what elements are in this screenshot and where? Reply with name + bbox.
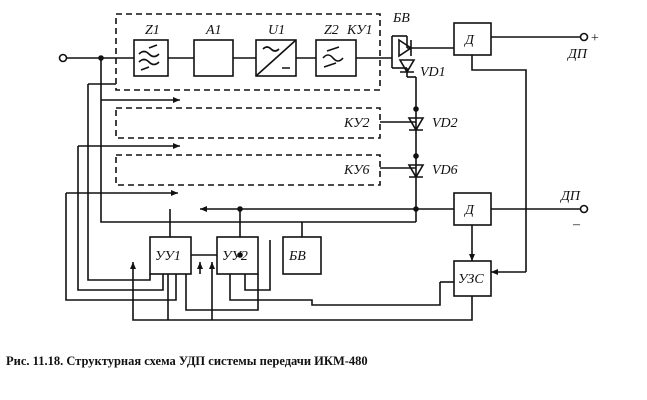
d-bottom-label: Д [463, 203, 475, 218]
z1-label: Z1 [145, 23, 160, 38]
vd6-label: VD6 [432, 163, 458, 178]
output-minus-terminal [579, 204, 589, 214]
figure-caption: Рис. 11.18. Структурная схема УДП систем… [6, 354, 368, 368]
bv-top-label: БВ [392, 11, 410, 26]
ku2-label: КУ2 [343, 116, 370, 131]
ku1-label: КУ1 [346, 23, 373, 38]
z2-filter-block [315, 39, 357, 77]
u1-label: U1 [268, 23, 285, 38]
bv-bottom-label: БВ [288, 249, 306, 264]
minus-sign: – [572, 217, 581, 232]
z1-filter-symbol [138, 44, 160, 71]
vd1-label: VD1 [420, 65, 446, 80]
vd2-label: VD2 [432, 116, 458, 131]
dp-plus-label: ДП [566, 47, 588, 62]
plus-sign: + [590, 31, 599, 46]
vd6-diode [407, 164, 425, 179]
a1-label: A1 [205, 23, 222, 38]
input-terminal [58, 53, 68, 63]
channel-group-6-outline [115, 154, 381, 186]
dp-minus-label: ДП [559, 189, 581, 204]
output-plus-terminal [579, 32, 589, 42]
vd2-diode [407, 117, 425, 132]
a1-amplifier-block [193, 39, 234, 77]
uu1-label: УУ1 [155, 249, 181, 264]
bv-diode-symbol [398, 38, 413, 58]
ku6-label: КУ6 [343, 163, 370, 178]
z2-label: Z2 [324, 23, 339, 38]
u1-converter-block [255, 39, 297, 77]
d-top-label: Д [463, 33, 475, 48]
channel-group-2-outline [115, 107, 381, 139]
channel-group-1-outline [115, 13, 381, 91]
z1-filter-block [133, 39, 169, 77]
z2-filter-symbol [322, 46, 344, 68]
uu2-label: УУ2 [222, 249, 248, 264]
uzs-label: УЗС [458, 272, 484, 287]
vd1-diode [398, 59, 416, 74]
